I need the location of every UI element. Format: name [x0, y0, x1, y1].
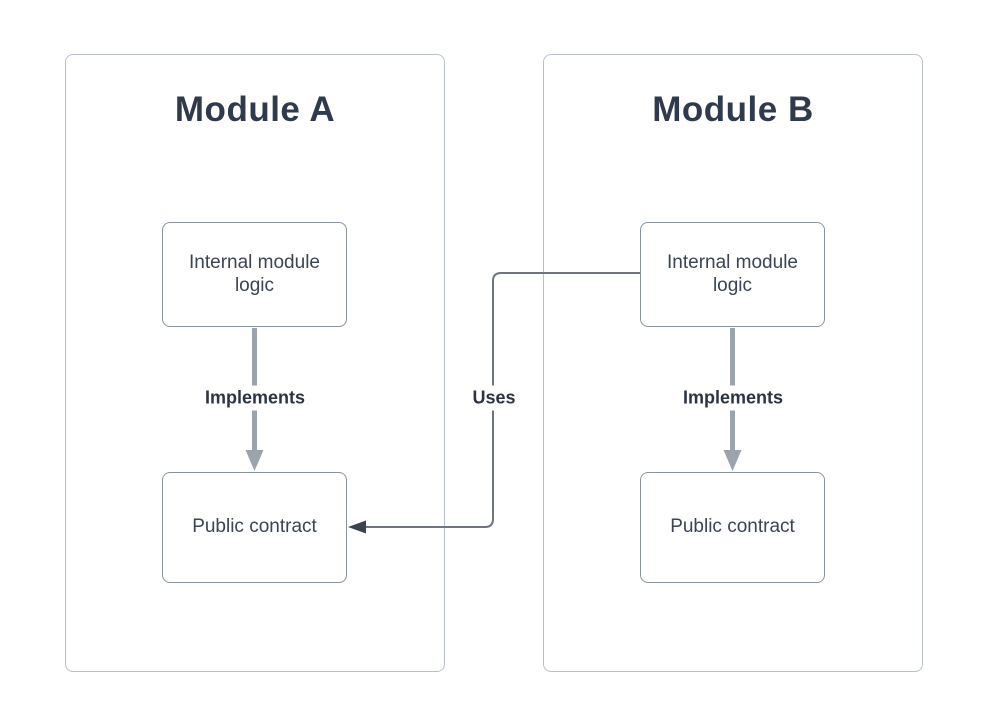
implements-label-b: Implements	[678, 385, 788, 411]
module-a-title: Module A	[174, 90, 336, 129]
module-a-internal-logic-box: Internal module logic	[162, 222, 347, 327]
module-b-title: Module B	[652, 90, 814, 129]
module-a-public-contract-box: Public contract	[162, 472, 347, 583]
module-b-public-contract-label: Public contract	[670, 516, 795, 538]
module-b-public-contract-box: Public contract	[640, 472, 825, 583]
module-b-internal-logic-box: Internal module logic	[640, 222, 825, 327]
module-b-internal-logic-label: Internal module logic	[667, 251, 798, 296]
uses-label: Uses	[468, 385, 520, 411]
module-a-internal-logic-label: Internal module logic	[189, 251, 320, 296]
module-a-public-contract-label: Public contract	[192, 516, 317, 538]
implements-label-a: Implements	[200, 385, 310, 411]
